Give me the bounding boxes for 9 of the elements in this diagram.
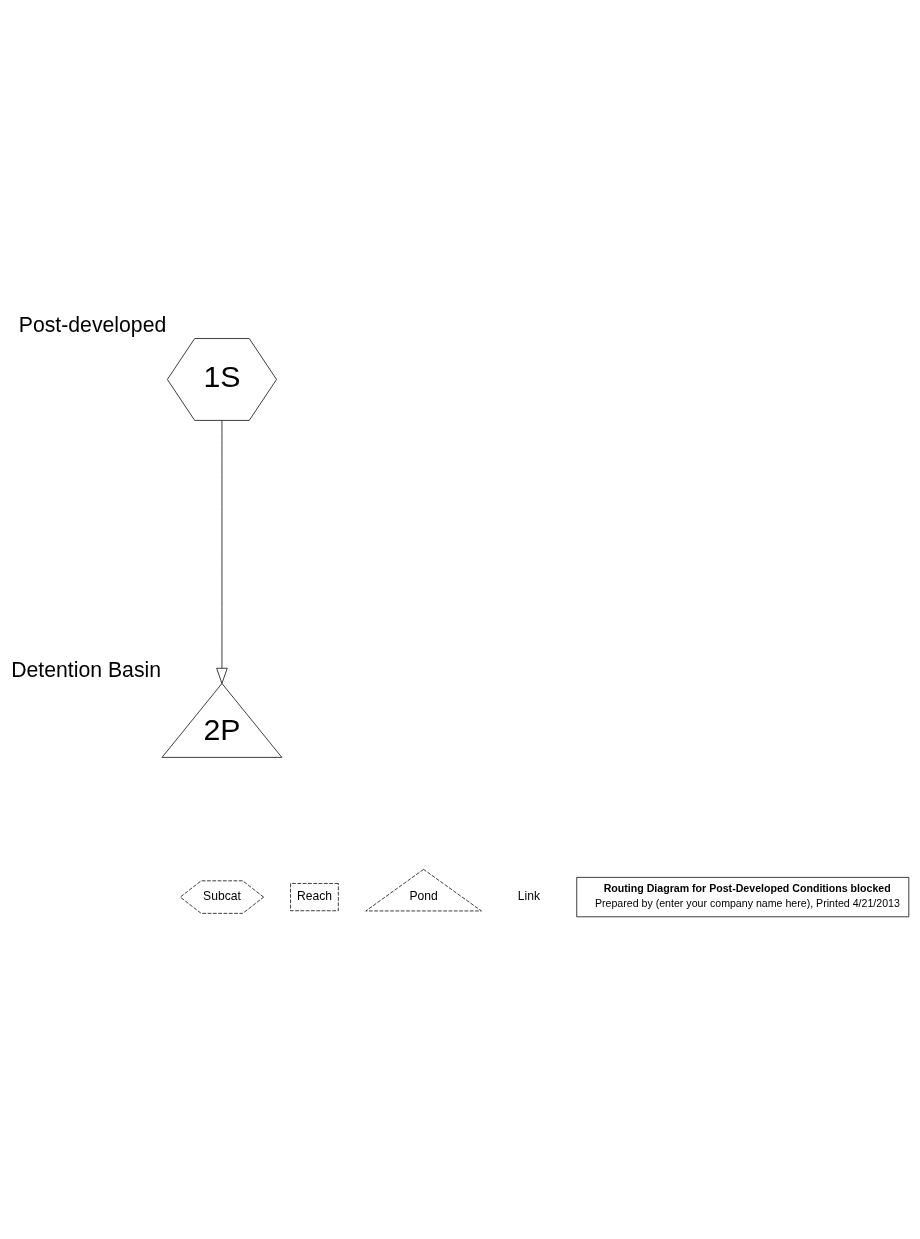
label: Prepared by (enter your company name here), Printed 4/21/2013 bbox=[594, 896, 900, 909]
node-label: Post-developed bbox=[18, 312, 167, 336]
legend-label: Link bbox=[517, 888, 541, 903]
arrow bbox=[216, 419, 228, 684]
legend-label: Reach bbox=[296, 888, 332, 903]
label: Routing Diagram for Post-Developed Conditions blocked bbox=[603, 881, 891, 894]
legend-label: Pond bbox=[409, 888, 438, 903]
legend-label: Subcat bbox=[203, 888, 241, 903]
node-label: Detention Basin bbox=[11, 657, 162, 681]
